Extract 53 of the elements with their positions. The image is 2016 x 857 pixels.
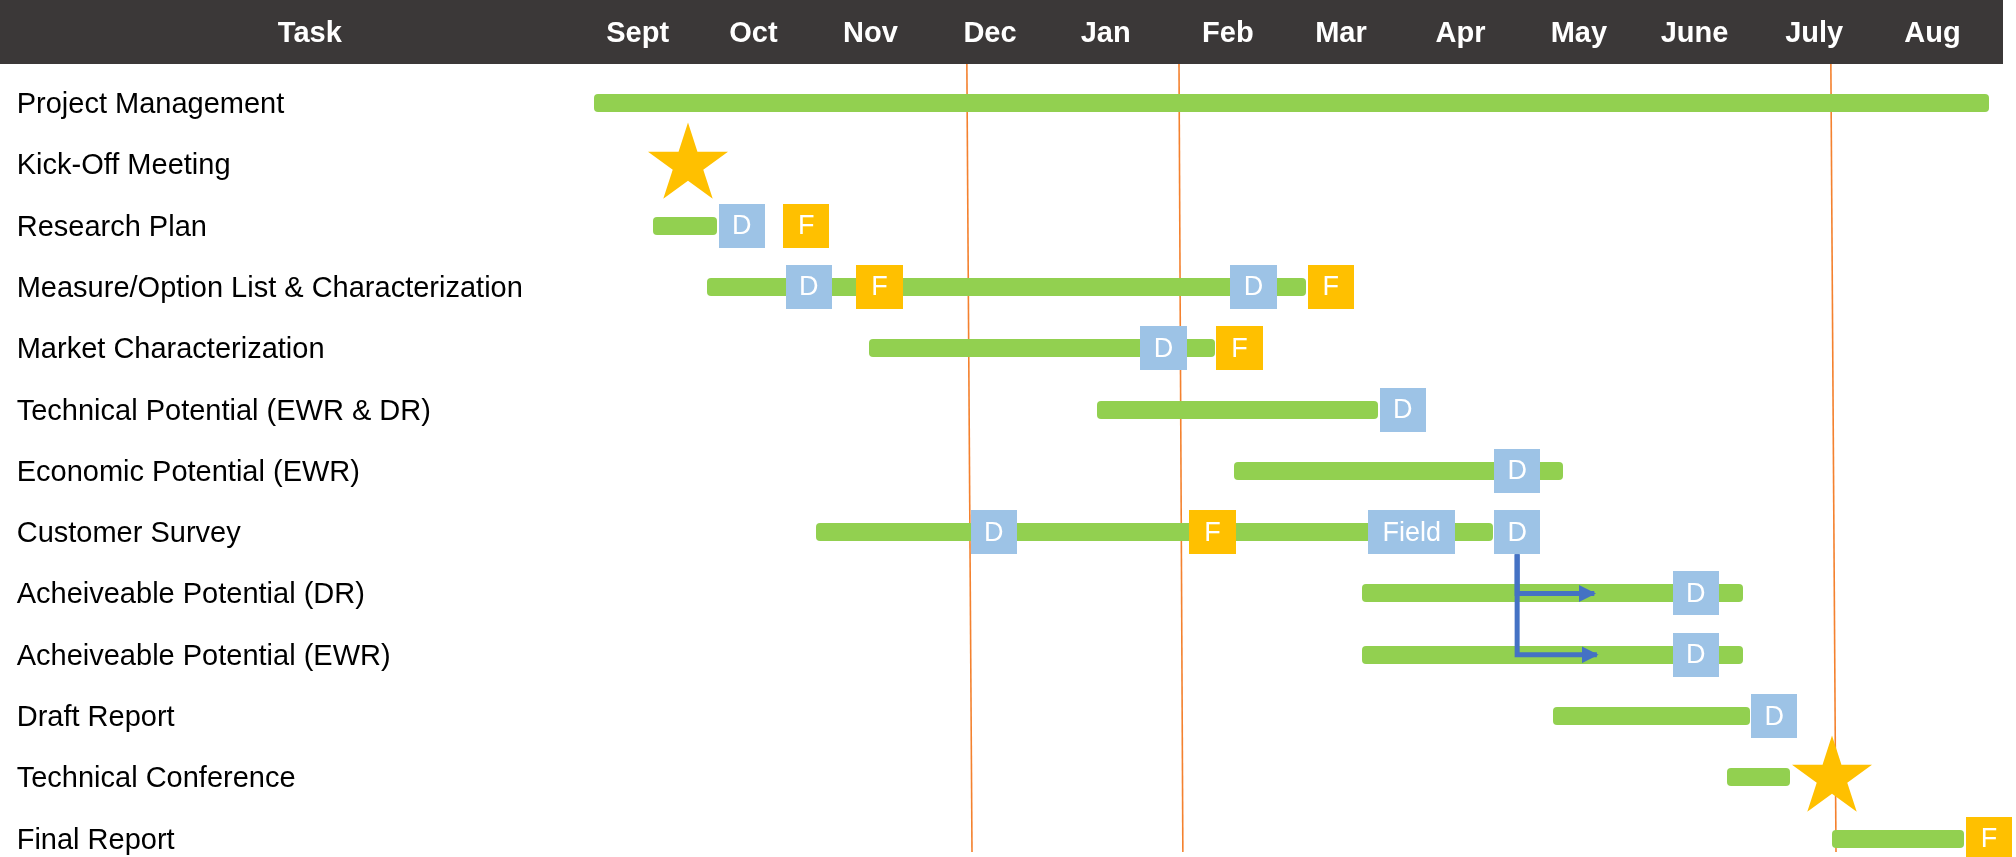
milestone-marker: F — [1307, 264, 1354, 309]
month-label: Jan — [1080, 15, 1131, 49]
milestone-marker: D — [1494, 510, 1541, 555]
month-label: Feb — [1202, 15, 1254, 49]
task-label: Economic Potential (EWR) — [16, 454, 360, 488]
month-label: Mar — [1315, 15, 1367, 49]
milestone-marker: D — [785, 264, 832, 309]
task-label: Market Characterization — [16, 331, 325, 365]
month-label: Apr — [1435, 15, 1486, 49]
gantt-bar — [653, 216, 718, 235]
gantt-bar — [1726, 768, 1790, 787]
milestone-marker: D — [1494, 448, 1541, 493]
month-label: Dec — [963, 15, 1017, 49]
month-label: July — [1785, 15, 1844, 49]
milestone-star — [647, 122, 728, 201]
task-label: Draft Report — [16, 699, 175, 733]
gantt-bar — [1832, 829, 1964, 848]
gantt-bar — [1096, 400, 1379, 419]
milestone-marker: D — [1672, 571, 1719, 616]
milestone-marker: D — [970, 510, 1017, 555]
milestone-star — [1792, 735, 1873, 814]
milestone-marker: D — [1140, 326, 1187, 371]
task-label: Acheiveable Potential (EWR) — [16, 638, 391, 672]
task-label: Project Management — [16, 86, 285, 120]
month-label: June — [1660, 15, 1729, 49]
milestone-marker: F — [1189, 510, 1236, 555]
task-label: Kick-Off Meeting — [16, 147, 231, 181]
arrow — [1514, 554, 1599, 664]
milestone-marker: F — [783, 203, 830, 248]
month-label: Aug — [1904, 15, 1961, 49]
milestone-marker: D — [1751, 694, 1798, 739]
task-label: Measure/Option List & Characterization — [16, 270, 523, 304]
task-label: Research Plan — [16, 209, 207, 242]
month-label: Sept — [606, 15, 670, 49]
month-label: May — [1550, 15, 1608, 49]
month-label: Nov — [843, 15, 898, 49]
milestone-marker: F — [1965, 816, 2013, 857]
gantt-bar — [594, 93, 1989, 112]
gantt-bar — [1553, 707, 1750, 726]
task-label: Acheiveable Potential (DR) — [16, 577, 365, 610]
task-label: Technical Potential (EWR & DR) — [16, 393, 431, 426]
milestone-marker: D — [1379, 387, 1426, 432]
task-label: Technical Conference — [16, 760, 296, 794]
milestone-marker: D — [1672, 632, 1719, 677]
milestone-marker: D — [1230, 264, 1277, 309]
task-label: Customer Survey — [16, 515, 241, 549]
milestone-marker: F — [1216, 326, 1263, 371]
milestone-marker: Field — [1368, 510, 1456, 555]
month-label: Oct — [729, 15, 778, 49]
task-label: Final Report — [16, 822, 175, 856]
column-header: Task — [277, 15, 342, 49]
milestone-marker: D — [718, 203, 765, 248]
milestone-marker: F — [856, 264, 903, 309]
